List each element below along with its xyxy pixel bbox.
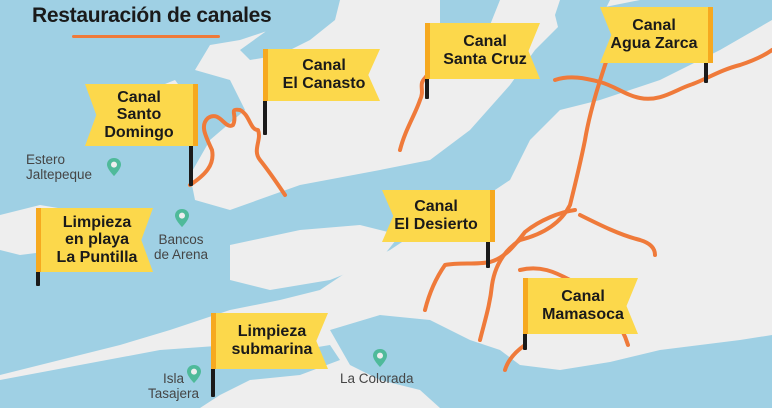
flag-label: Canal Mamasoca	[542, 288, 624, 323]
flag-label: Canal Santa Cruz	[443, 33, 527, 68]
flag-banner: Limpieza en playa La Puntilla	[36, 208, 153, 272]
flag-label: Limpieza submarina	[231, 323, 313, 358]
canal-mamasoca-tail-path	[503, 343, 527, 372]
place-la-colorada: La Colorada	[340, 371, 414, 386]
flag-banner: Canal El Canasto	[263, 49, 380, 101]
flag-banner: Canal Agua Zarca	[600, 7, 713, 63]
flag-banner: Canal Mamasoca	[523, 278, 638, 334]
location-pin-icon[interactable]	[372, 348, 388, 368]
place-estero-jaltepeque: Estero Jaltepeque	[26, 152, 93, 182]
flag-banner: Limpieza submarina	[211, 313, 328, 369]
canal-branch-path	[578, 213, 657, 257]
canal-agua-zarca-path-1	[553, 48, 772, 101]
place-isla-tasajera: Isla Tasajera	[148, 371, 200, 401]
flag-label: Canal El Canasto	[282, 57, 366, 92]
flag-label: Canal El Desierto	[394, 198, 478, 233]
canal-el-desierto-path	[423, 208, 577, 312]
flag-label: Limpieza en playa La Puntilla	[56, 213, 138, 266]
canal-agua-zarca-path-2	[478, 48, 612, 342]
flag-label: Canal Santo Domingo	[104, 88, 174, 141]
location-pin-icon[interactable]	[106, 157, 122, 177]
flag-banner: Canal Santo Domingo	[85, 84, 198, 146]
location-pin-icon[interactable]	[174, 208, 190, 228]
title-underline	[72, 35, 220, 38]
flag-label: Canal Agua Zarca	[610, 17, 698, 52]
flag-banner: Canal Santa Cruz	[425, 23, 540, 79]
location-pin-icon[interactable]	[186, 364, 202, 384]
map-title: Restauración de canales	[32, 4, 272, 27]
canal-el-canasto-path	[188, 107, 287, 197]
place-bancos-de-arena: Bancos de Arena	[154, 232, 209, 262]
flag-banner: Canal El Desierto	[382, 190, 495, 242]
